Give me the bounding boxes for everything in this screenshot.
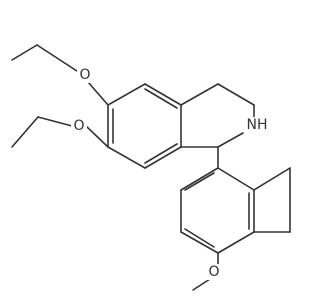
bond [217, 167, 255, 191]
bond [180, 231, 219, 254]
bond [107, 146, 146, 169]
bond [87, 81, 109, 106]
molecule-structure-diagram: O O NH O [11, 44, 291, 291]
bond [144, 143, 178, 164]
bond [144, 146, 182, 169]
svg-text:O: O [73, 118, 84, 134]
bond [11, 116, 39, 148]
bond [217, 231, 255, 254]
bond [85, 125, 109, 148]
amine-atom-label: NH [244, 117, 270, 133]
bond [144, 88, 178, 109]
bond [180, 83, 219, 106]
svg-text:O: O [208, 264, 219, 280]
bond [180, 167, 219, 191]
svg-text:O: O [79, 67, 90, 83]
bond [217, 132, 244, 148]
bond [184, 228, 215, 248]
atom-labels: O O NH O [71, 67, 270, 280]
svg-text:NH: NH [247, 117, 268, 133]
bond [36, 44, 81, 74]
bond [107, 83, 146, 106]
bond [37, 116, 73, 127]
bond [184, 172, 215, 191]
oxygen-atom-label: O [77, 67, 93, 83]
bond [217, 83, 255, 106]
bond [144, 83, 182, 106]
bond-lines [11, 44, 291, 291]
bond [253, 167, 291, 191]
oxygen-atom-label: O [206, 264, 222, 280]
bond [192, 278, 211, 291]
bond [11, 44, 38, 61]
oxygen-atom-label: O [71, 118, 87, 134]
